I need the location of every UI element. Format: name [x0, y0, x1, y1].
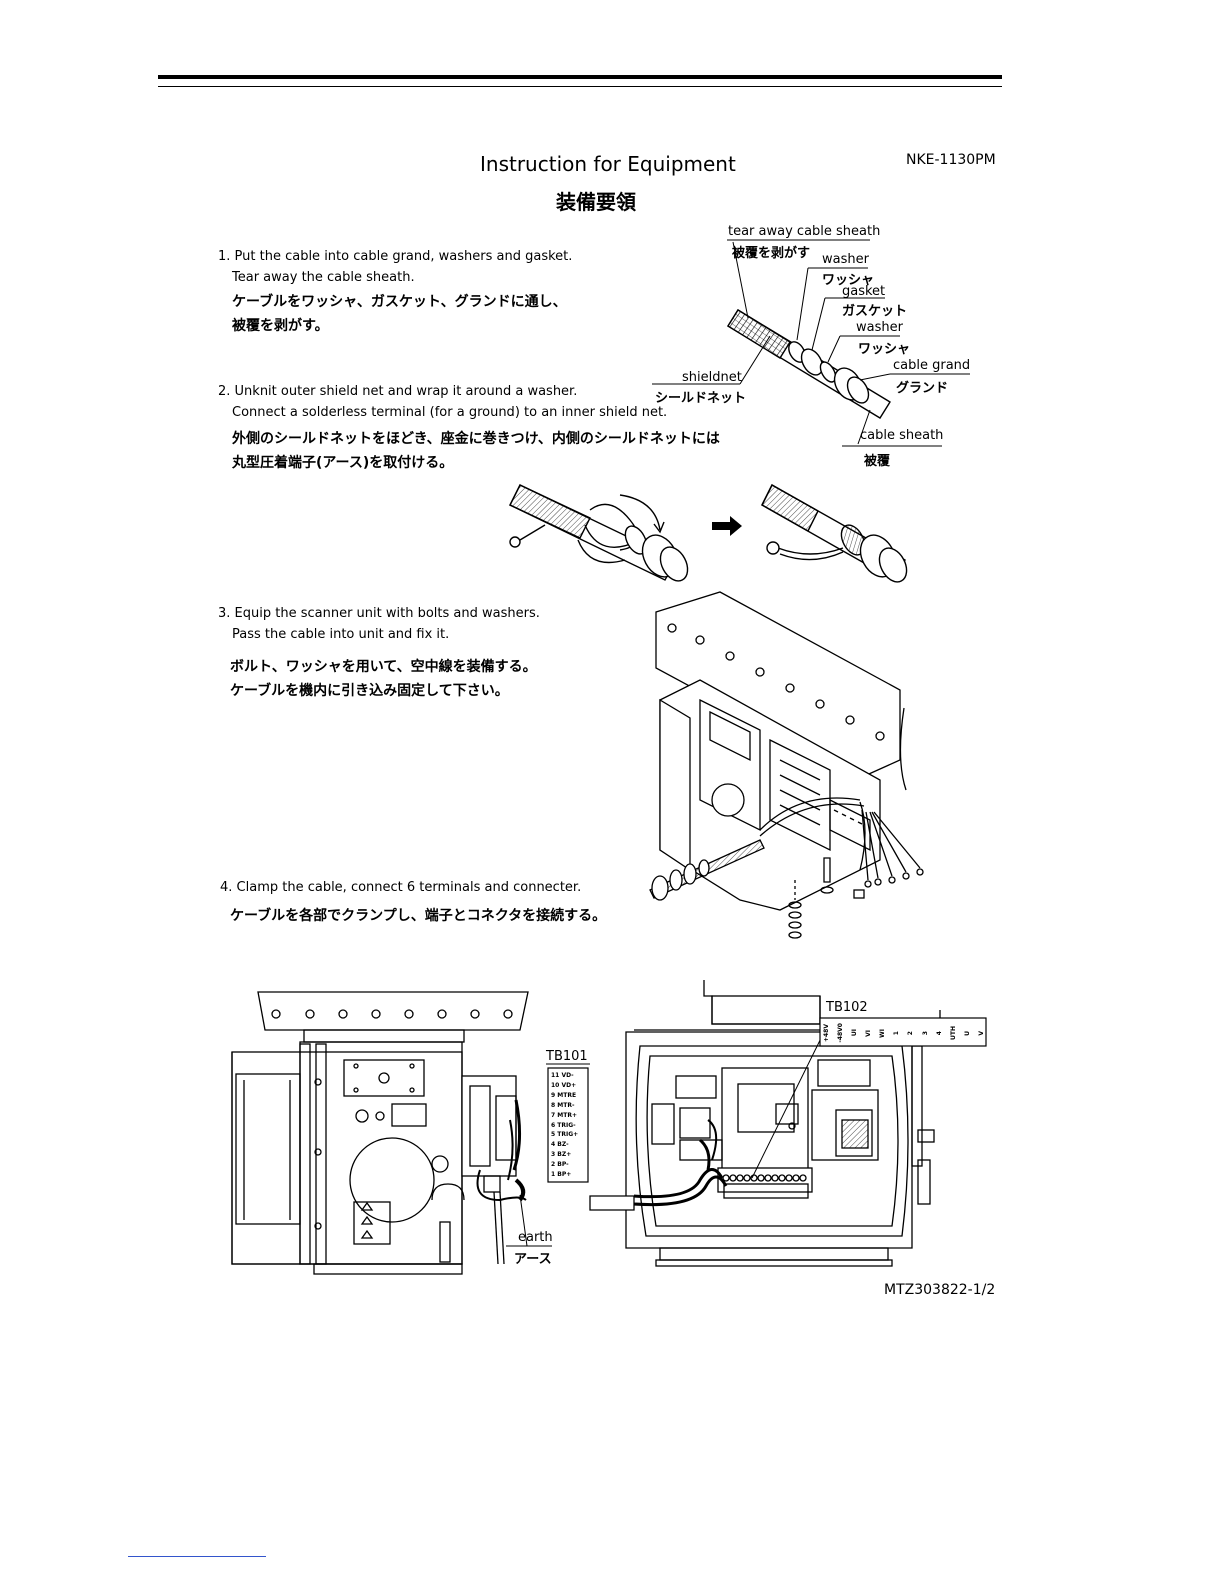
step-4-jp-line1: ケーブルを各部でクランプし、端子とコネクタを接続する。	[230, 908, 607, 924]
step-1-jp-line2: 被覆を剥がす。	[232, 318, 329, 334]
step-2-jp-line1: 外側のシールドネットをほどき、座金に巻きつけ、内側のシールドネットには	[232, 431, 720, 447]
drawing-number: MTZ303822-1/2	[884, 1282, 996, 1298]
step-4: 4. Clamp the cable, connect 6 terminals …	[220, 877, 606, 928]
tb101-terminal: 8 MTR-	[551, 1101, 575, 1109]
tb102-terminal: 4	[935, 1030, 943, 1036]
step-3: 3. Equip the scanner unit with bolts and…	[218, 603, 540, 703]
tb102-terminal: UI	[851, 1029, 859, 1037]
unit-front-view-drawing	[231, 991, 529, 1275]
page-title-jp: 装備要領	[556, 190, 636, 214]
tb101-terminal: 11 VD-	[551, 1072, 574, 1079]
earth-label-en: earth	[518, 1230, 553, 1245]
arrow-right-icon	[712, 516, 742, 536]
step-1: 1. Put the cable into cable grand, washe…	[218, 246, 572, 338]
tb101-terminal-box	[547, 1067, 589, 1183]
label-washer-1-en: washer	[822, 252, 869, 267]
tb101-terminal-list: 11 VD- 10 VD+ 9 MTRE 8 MTR- 7 MTR+ 6 TRI…	[551, 1071, 578, 1180]
label-gasket-en: gasket	[842, 284, 886, 299]
tb102-terminal: -48V0	[837, 1023, 845, 1043]
label-tear-away-sheath-en: tear away cable sheath	[728, 224, 881, 239]
step-2-en-line2: Connect a solderless terminal (for a gro…	[232, 405, 668, 420]
tb101-terminal: 10 VD+	[551, 1081, 577, 1089]
unit-side-view-drawing	[589, 980, 941, 1267]
step-3-en-line1: 3. Equip the scanner unit with bolts and…	[218, 606, 540, 621]
tb101-terminal: 2 BP-	[551, 1161, 569, 1169]
cable-leader-lines	[652, 239, 970, 447]
document-code: NKE-1130PM	[906, 152, 996, 168]
tb101-terminal: 4 BZ-	[551, 1141, 569, 1149]
tb102-label: TB102	[826, 1000, 868, 1015]
header-rule-thick	[158, 75, 1002, 79]
page-title-en: Instruction for Equipment	[480, 152, 736, 176]
label-washer-1-jp: ワッシャ	[822, 273, 875, 288]
label-washer-2-en: washer	[856, 320, 903, 335]
tb102-terminal: VI	[865, 1029, 873, 1037]
tb102-terminal-list: +48V -48V0 UI VI WI 1 2 3 4 UTH U V	[823, 1021, 985, 1045]
shield-wrap-before-drawing	[509, 484, 689, 582]
tb102-terminal: 3	[921, 1030, 929, 1036]
step-2: 2. Unknit outer shield net and wrap it a…	[218, 381, 720, 475]
label-gasket-jp: ガスケット	[842, 304, 908, 319]
label-cable-grand-jp: グランド	[896, 381, 949, 396]
tb102-terminal: +48V	[823, 1023, 830, 1043]
cable-assembly-drawing	[727, 309, 891, 419]
earth-leader-line	[519, 1194, 528, 1247]
step-3-jp-line2: ケーブルを機内に引き込み固定して下さい。	[230, 683, 509, 699]
tb102-terminal: U	[963, 1030, 971, 1036]
header-rule-thin	[158, 86, 1002, 87]
tb101-terminal: 7 MTR+	[551, 1111, 577, 1119]
label-washer-2-jp: ワッシャ	[858, 342, 911, 357]
step-3-jp-line1: ボルト、ワッシャを用いて、空中線を装備する。	[230, 659, 537, 675]
label-cable-sheath-en: cable sheath	[860, 428, 944, 443]
label-tear-away-sheath-jp: 被覆を剥がす	[732, 246, 811, 261]
tb101-terminal: 9 MTRE	[551, 1091, 577, 1099]
step-1-jp-line1: ケーブルをワッシャ、ガスケット、グランドに通し、	[232, 294, 567, 310]
step-1-en-line2: Tear away the cable sheath.	[232, 270, 415, 285]
label-shieldnet-jp: シールドネット	[655, 391, 747, 406]
step-2-en-line1: 2. Unknit outer shield net and wrap it a…	[218, 384, 578, 399]
step-4-en-line1: 4. Clamp the cable, connect 6 terminals …	[220, 880, 582, 895]
shield-wrap-after-drawing	[761, 484, 908, 583]
tb102-leader-line	[751, 1019, 831, 1179]
footer-rule	[128, 1556, 266, 1557]
tb102-terminal: 1	[893, 1030, 901, 1036]
tb102-terminal-box	[819, 1017, 987, 1047]
tb101-terminal: 6 TRIG-	[551, 1121, 576, 1129]
tb102-terminal: 2	[907, 1030, 915, 1036]
label-cable-sheath-jp: 被覆	[864, 454, 891, 469]
label-cable-grand-en: cable grand	[893, 358, 971, 373]
tb101-label: TB101	[546, 1049, 588, 1064]
tb101-terminal: 3 BZ+	[551, 1151, 572, 1159]
tb102-terminal: V	[977, 1030, 985, 1036]
tb101-terminal: 1 BP+	[551, 1171, 572, 1179]
earth-label-jp: アース	[514, 1252, 552, 1267]
scanner-unit-isometric-drawing	[649, 591, 924, 939]
label-shieldnet-en: shieldnet	[682, 370, 742, 385]
step-2-jp-line2: 丸型圧着端子(アース)を取付ける。	[232, 455, 454, 471]
tb102-terminal: WI	[879, 1028, 887, 1038]
tb102-terminal: UTH	[949, 1026, 957, 1040]
step-1-en-line1: 1. Put the cable into cable grand, washe…	[218, 249, 573, 264]
step-3-en-line2: Pass the cable into unit and fix it.	[232, 627, 450, 642]
tb101-terminal: 5 TRIG+	[551, 1131, 579, 1139]
